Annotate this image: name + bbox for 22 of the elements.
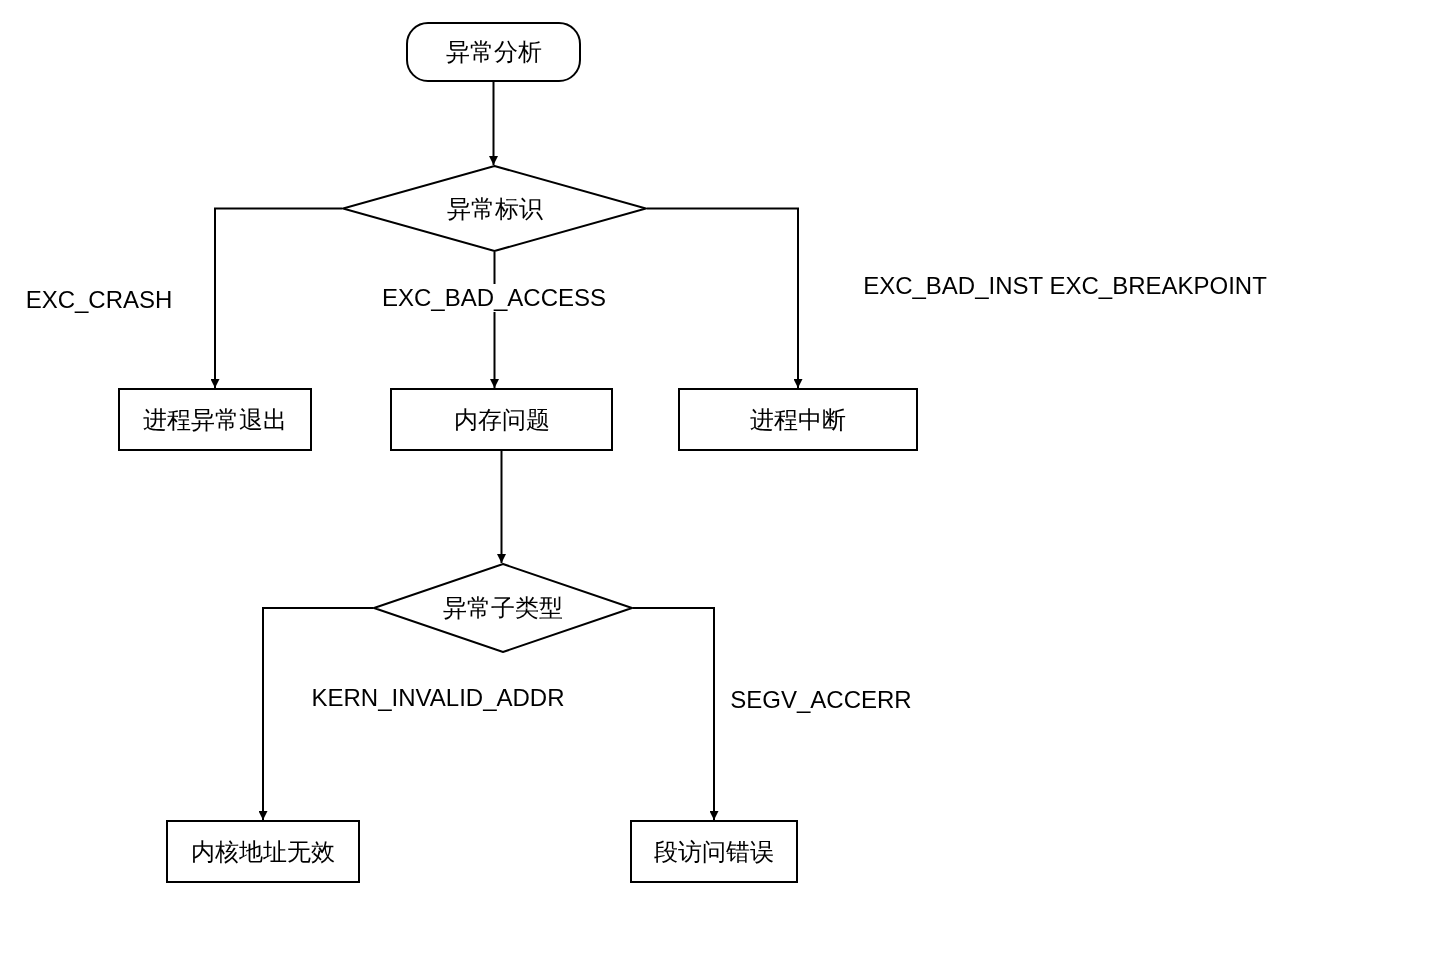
node-label: 进程异常退出 [143,404,287,435]
node-label: 内存问题 [453,404,550,435]
arrow [497,450,506,564]
start-terminal [406,22,581,82]
node-label: 进程中断 [750,404,846,435]
decision-diamond [342,165,647,252]
node-label: 段访问错误 [654,836,774,867]
process-box [390,388,613,451]
arrow [258,607,374,821]
decision-diamond [373,563,633,653]
node-label: 内核地址无效 [191,836,335,867]
arrow [210,207,343,389]
process-box [166,820,360,883]
process-box [630,820,798,883]
process-box [118,388,312,451]
arrow [646,207,803,389]
arrow [489,81,498,166]
node-label: 异常分析 [445,37,542,67]
node-label: 异常子类型 [443,593,563,623]
arrow [632,607,719,821]
process-box [678,388,918,451]
node-label: 异常标识 [446,193,543,224]
